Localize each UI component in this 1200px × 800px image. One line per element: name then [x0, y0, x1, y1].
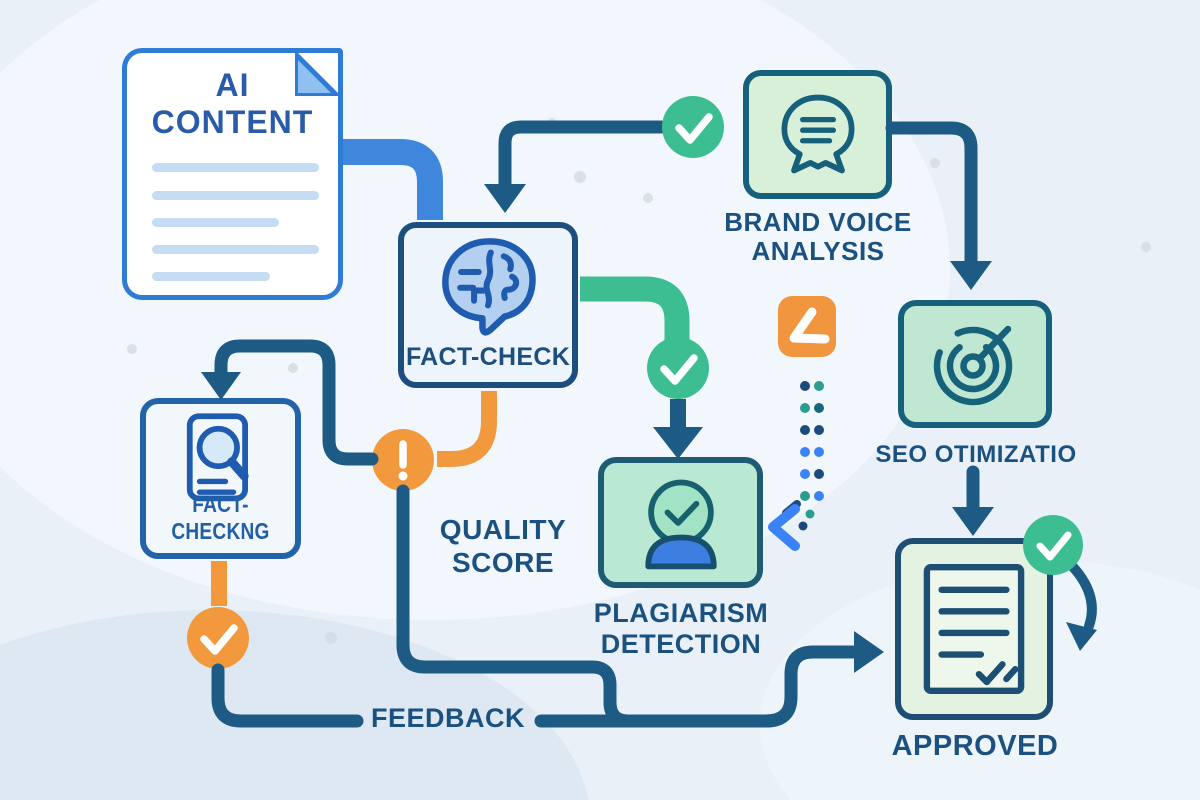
- node-seo: [898, 300, 1052, 428]
- target-icon: [933, 325, 1013, 406]
- arrowhead-into-seo: [950, 261, 992, 290]
- seo-label-text: SEO OTIMIZATIO: [875, 441, 1077, 468]
- speech-bubble-icon: [781, 94, 854, 173]
- node-fact-checking: FACT-CHECKNG: [140, 398, 301, 559]
- plagiarism-label-line1: PLAGIARISM: [593, 598, 769, 628]
- seo-label: SEO OTIMIZATIO: [855, 441, 1097, 468]
- feedback-label-text: FEEDBACK: [370, 703, 525, 733]
- ai-content-title-line1: AI: [215, 67, 250, 103]
- brain-speech-icon: [442, 238, 536, 336]
- quality-score-label: QUALITY SCORE: [403, 513, 603, 579]
- node-ai-content: AI CONTENT: [122, 48, 343, 300]
- brand-voice-label-line1: BRAND VOICE: [724, 207, 912, 237]
- node-plagiarism: [598, 457, 763, 588]
- node-brand-voice: [743, 70, 892, 199]
- fact-check-label: FACT-CHECK: [405, 343, 571, 371]
- plagiarism-label: PLAGIARISM DETECTION: [561, 598, 801, 659]
- node-fact-check: FACT-CHECK: [398, 222, 578, 388]
- folded-corner-icon: [295, 50, 341, 96]
- node-approved: [895, 538, 1053, 720]
- ai-content-title: AI CONTENT: [152, 67, 314, 141]
- approved-label-text: APPROVED: [891, 730, 1059, 762]
- ai-content-title-line2: CONTENT: [151, 104, 314, 140]
- feedback-label: FEEDBACK: [358, 703, 538, 734]
- quality-score-line2: SCORE: [451, 547, 555, 578]
- arrowhead-into-approved-top: [952, 507, 994, 536]
- fact-checking-label: FACT-CHECKNG: [171, 491, 270, 544]
- document-text-lines: [152, 163, 319, 281]
- plagiarism-label-line2: DETECTION: [600, 628, 762, 659]
- brand-voice-label-line2: ANALYSIS: [751, 236, 885, 267]
- quality-score-line1: QUALITY: [439, 514, 567, 545]
- document-check-icon: [923, 564, 1025, 694]
- person-check-icon: [644, 479, 717, 569]
- brand-voice-label: BRAND VOICE ANALYSIS: [693, 207, 943, 267]
- approved-label: APPROVED: [855, 730, 1095, 763]
